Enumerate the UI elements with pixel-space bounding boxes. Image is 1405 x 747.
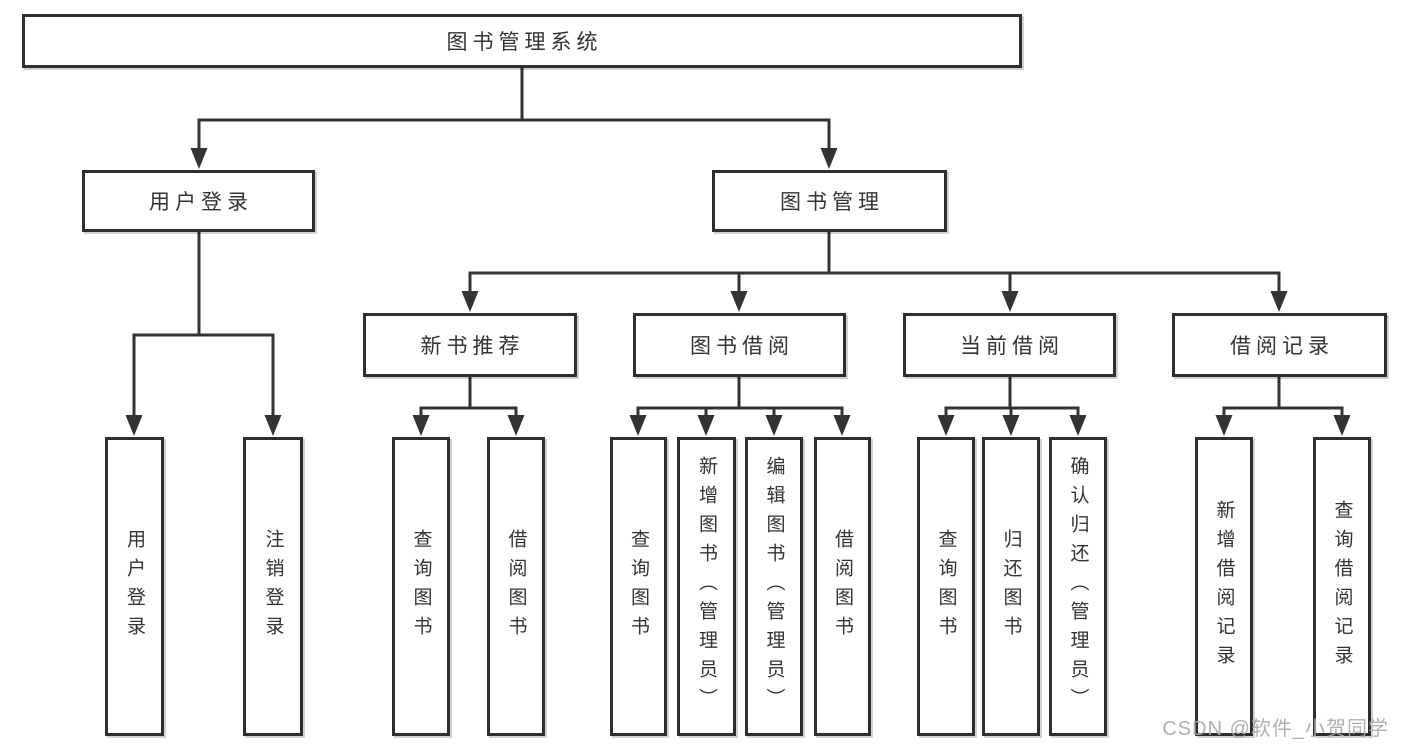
leaf-query-books-borrow: 查询图书 — [610, 437, 667, 736]
node-new-book-recommendation: 新书推荐 — [363, 313, 577, 377]
leaf-query-borrow-record: 查询借阅记录 — [1313, 437, 1371, 736]
node-current-borrowing: 当前借阅 — [903, 313, 1116, 377]
node-user-login: 用户登录 — [82, 170, 315, 232]
leaf-add-borrow-record: 新增借阅记录 — [1195, 437, 1253, 736]
leaf-edit-book-admin: 编辑图书（管理员） — [745, 437, 803, 736]
leaf-borrow-books: 借阅图书 — [814, 437, 871, 736]
node-library-management-system: 图书管理系统 — [22, 14, 1022, 68]
node-book-management: 图书管理 — [712, 170, 947, 232]
leaf-query-books-recommend: 查询图书 — [392, 437, 450, 736]
leaf-confirm-return-admin: 确认归还（管理员） — [1049, 437, 1107, 736]
leaf-user-login: 用户登录 — [105, 437, 164, 736]
leaf-query-books-current: 查询图书 — [917, 437, 975, 736]
node-book-borrowing: 图书借阅 — [633, 313, 846, 377]
leaf-logout: 注销登录 — [243, 437, 303, 736]
leaf-borrow-books-recommend: 借阅图书 — [487, 437, 545, 736]
csdn-watermark: CSDN @软件_小贺同学 — [1162, 718, 1389, 740]
node-borrowing-records: 借阅记录 — [1172, 313, 1387, 377]
leaf-return-book: 归还图书 — [982, 437, 1040, 736]
leaf-add-book-admin: 新增图书（管理员） — [677, 437, 736, 736]
